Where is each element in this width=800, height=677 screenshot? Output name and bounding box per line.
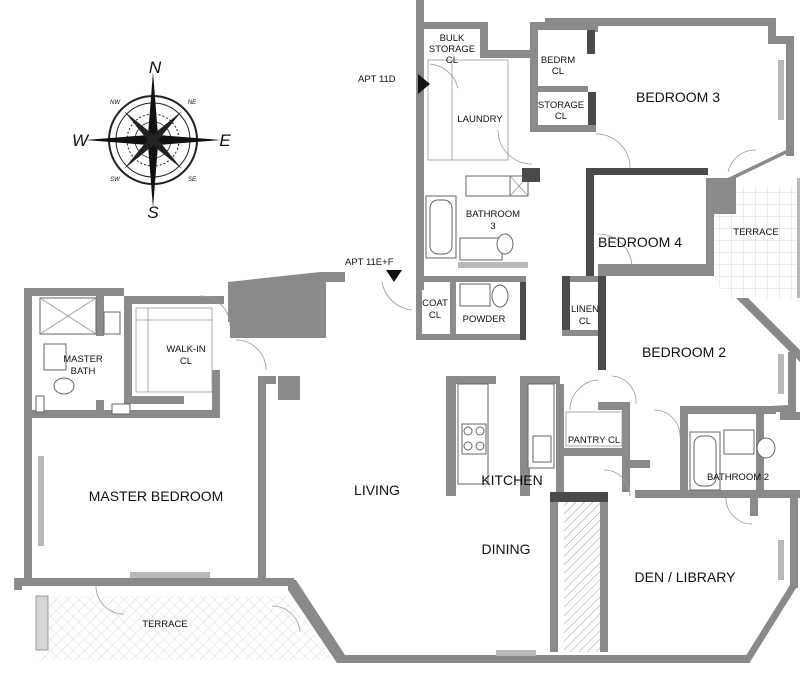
terrace-south-label: TERRACE (142, 619, 187, 630)
bathroom-3-label-1: BATHROOM (466, 209, 520, 220)
apt-11d-entry-arrow-icon (418, 74, 430, 94)
apt-11ef-entry-arrow-icon (386, 270, 402, 282)
compass-west-label: W (72, 131, 90, 150)
powder-label: POWDER (463, 314, 506, 325)
terrace-east-floor (714, 186, 797, 298)
coat-cl-label-1: COAT (422, 298, 448, 309)
walkin-cl-label-1: WALK-IN (166, 344, 205, 355)
compass-south-label: S (147, 203, 159, 222)
compass-sw-label: SW (110, 177, 121, 183)
bedrm-cl-label-1: BEDRM (541, 55, 575, 66)
bulk-storage-label-1: BULK (440, 33, 465, 44)
master-bath-label-2: BATH (71, 366, 96, 377)
terrace-planter (35, 595, 49, 651)
storage-cl-label-1: STORAGE (538, 100, 584, 111)
den-library-label: DEN / LIBRARY (635, 569, 737, 585)
compass-rose-icon (85, 72, 221, 208)
bedroom-4-label: BEDROOM 4 (598, 234, 682, 250)
storage-cl-label-2: CL (555, 111, 567, 122)
door-swings (95, 63, 757, 633)
compass-east-label: E (219, 131, 231, 150)
linen-cl-label-1: LINEN (571, 304, 599, 315)
kitchen-label: KITCHEN (481, 472, 542, 488)
dining-divider-hatch (564, 502, 600, 652)
terrace-east-label: TERRACE (733, 227, 778, 238)
laundry-label: LAUNDRY (457, 114, 503, 125)
terrace-south-floor (36, 596, 332, 660)
bedroom-3-label: BEDROOM 3 (636, 89, 720, 105)
bedroom-2-label: BEDROOM 2 (642, 344, 726, 360)
apt-11d-label: APT 11D (358, 74, 396, 85)
bedrm-cl-label-2: CL (552, 66, 564, 77)
pantry-cl-label: PANTRY CL (568, 435, 620, 446)
master-bath-label-1: MASTER (63, 354, 103, 365)
living-label: LIVING (354, 482, 400, 498)
master-bedroom-label: MASTER BEDROOM (89, 488, 224, 504)
bathroom-2-label: BATHROOM 2 (707, 472, 769, 483)
bulk-storage-label-2: STORAGE (429, 44, 475, 55)
linen-cl-label-2: CL (579, 316, 591, 327)
dining-label: DINING (482, 541, 531, 557)
compass-north-label: N (149, 58, 162, 77)
apt-11ef-label: APT 11E+F (345, 257, 394, 268)
fixtures (35, 59, 784, 656)
compass-se-label: SE (188, 177, 197, 183)
bulk-storage-label-3: CL (446, 55, 458, 66)
walkin-cl-label-2: CL (180, 356, 192, 367)
bathroom-3-label-2: 3 (490, 221, 495, 232)
coat-cl-label-2: CL (429, 310, 441, 321)
compass-ne-label: NE (188, 100, 197, 106)
compass-nw-label: NW (110, 100, 121, 106)
